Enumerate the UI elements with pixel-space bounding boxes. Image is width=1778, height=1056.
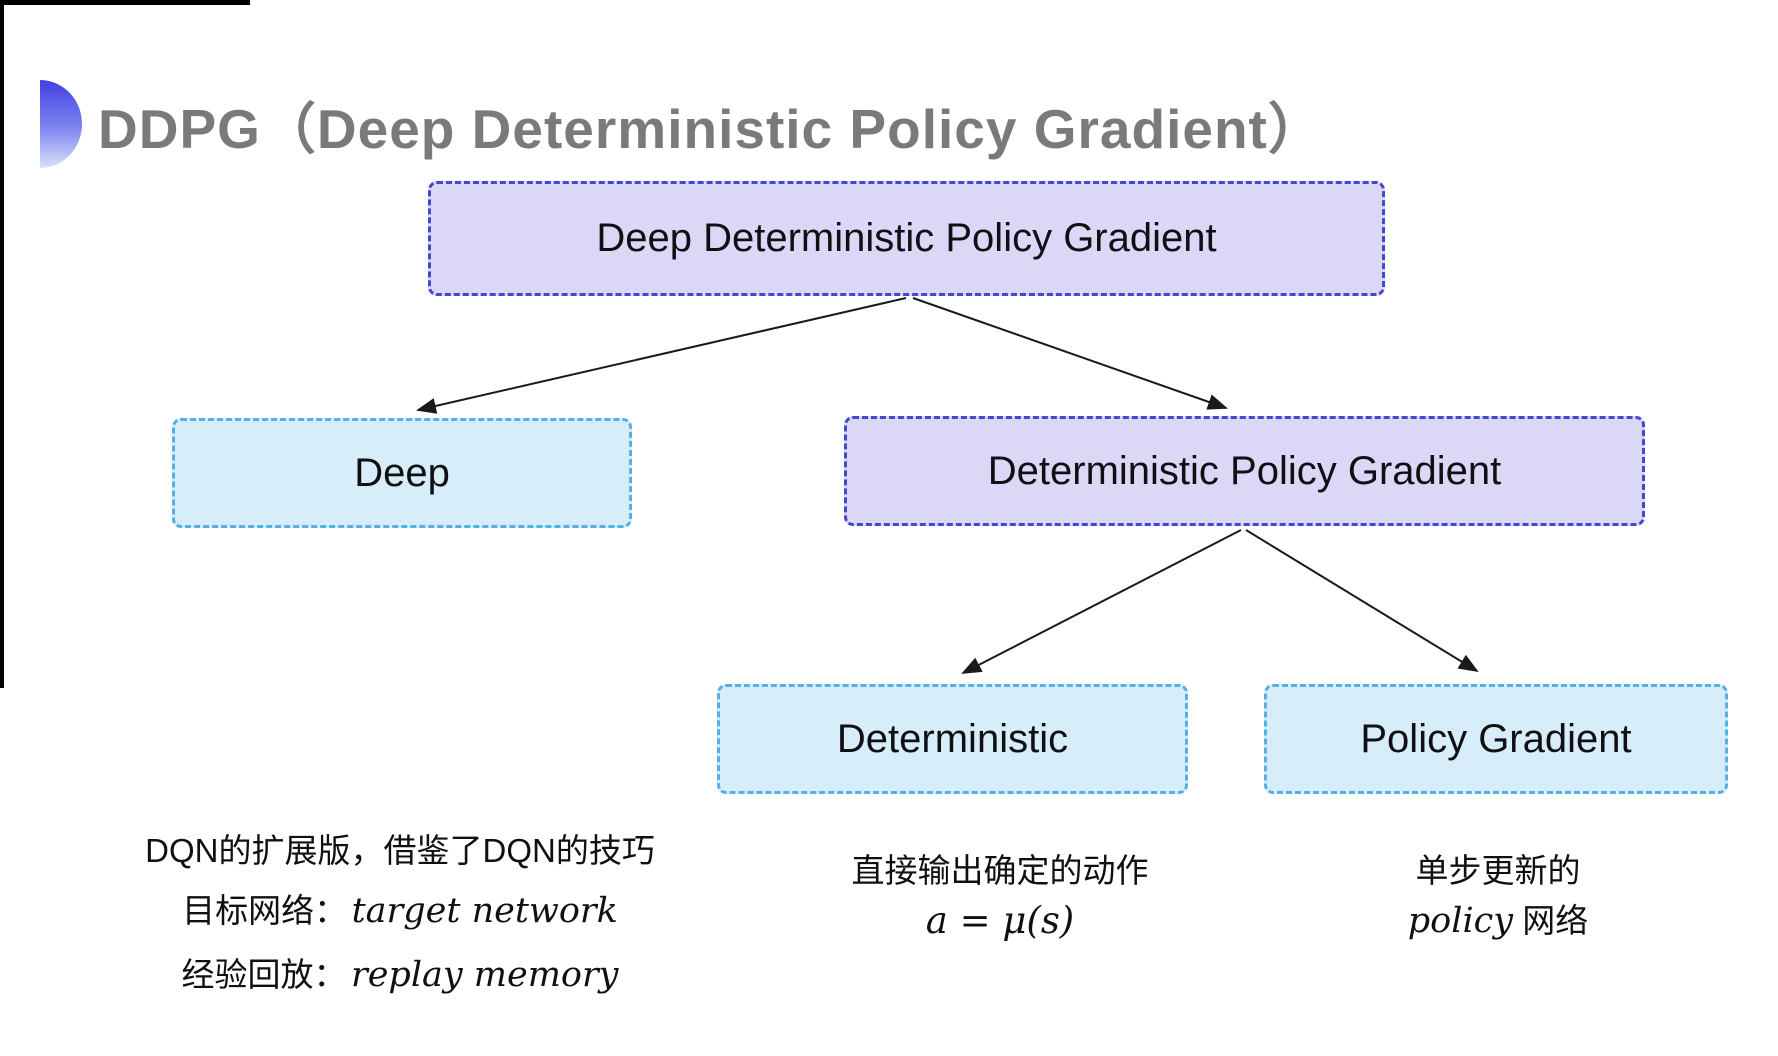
node-label: Policy Gradient <box>1360 716 1632 761</box>
node-label: Deterministic Policy Gradient <box>987 448 1502 493</box>
note-deep-line2-label: 目标网络： <box>182 892 348 929</box>
note-deep-line3: 经验回放： replay memory <box>120 955 680 995</box>
title-row: DDPG（Deep Deterministic Policy Gradient） <box>40 76 1324 172</box>
arrow-dpg-to-deterministic <box>961 529 1242 674</box>
node-deterministic: Deterministic <box>717 684 1188 794</box>
note-policy-gradient-line2: policy 网络 <box>1330 901 1666 941</box>
note-deep-line1: DQN的扩展版，借鉴了DQN的技巧 <box>145 832 655 869</box>
arrow-root-to-deep <box>416 297 907 414</box>
note-policy-gradient-line2-term: policy <box>1407 901 1514 941</box>
note-deep-line3-term: replay memory <box>350 955 619 995</box>
note-deep-line2: 目标网络： target network <box>120 891 680 931</box>
note-policy-gradient: 单步更新的 policy 网络 <box>1330 854 1666 955</box>
note-deep-line3-label: 经验回放： <box>181 956 347 993</box>
node-deep: Deep <box>172 418 632 528</box>
note-deterministic: 直接输出确定的动作 a = μ(s) <box>780 854 1220 942</box>
node-label: Deep <box>354 450 450 495</box>
node-policy-gradient: Policy Gradient <box>1264 684 1728 794</box>
page-title: DDPG（Deep Deterministic Policy Gradient） <box>98 98 1324 160</box>
note-policy-gradient-line1: 单步更新的 <box>1415 852 1581 889</box>
node-deterministic-policy-gradient: Deterministic Policy Gradient <box>844 416 1645 526</box>
node-deep-deterministic-policy-gradient: Deep Deterministic Policy Gradient <box>428 181 1385 296</box>
note-deep: DQN的扩展版，借鉴了DQN的技巧 目标网络： target network 经… <box>120 834 680 1019</box>
frame-artifact-top <box>0 0 250 5</box>
note-deterministic-line1: 直接输出确定的动作 <box>851 852 1149 889</box>
note-policy-gradient-line2-rest: 网络 <box>1513 902 1589 939</box>
title-bullet-icon <box>40 80 82 168</box>
frame-artifact-left <box>0 0 4 688</box>
node-label: Deep Deterministic Policy Gradient <box>596 216 1217 260</box>
note-deep-line2-term: target network <box>351 891 618 931</box>
note-deterministic-formula: a = μ(s) <box>925 899 1075 942</box>
node-label: Deterministic <box>836 716 1069 761</box>
arrow-root-to-dpg <box>912 297 1228 410</box>
arrow-dpg-to-policy-gradient <box>1245 529 1479 673</box>
